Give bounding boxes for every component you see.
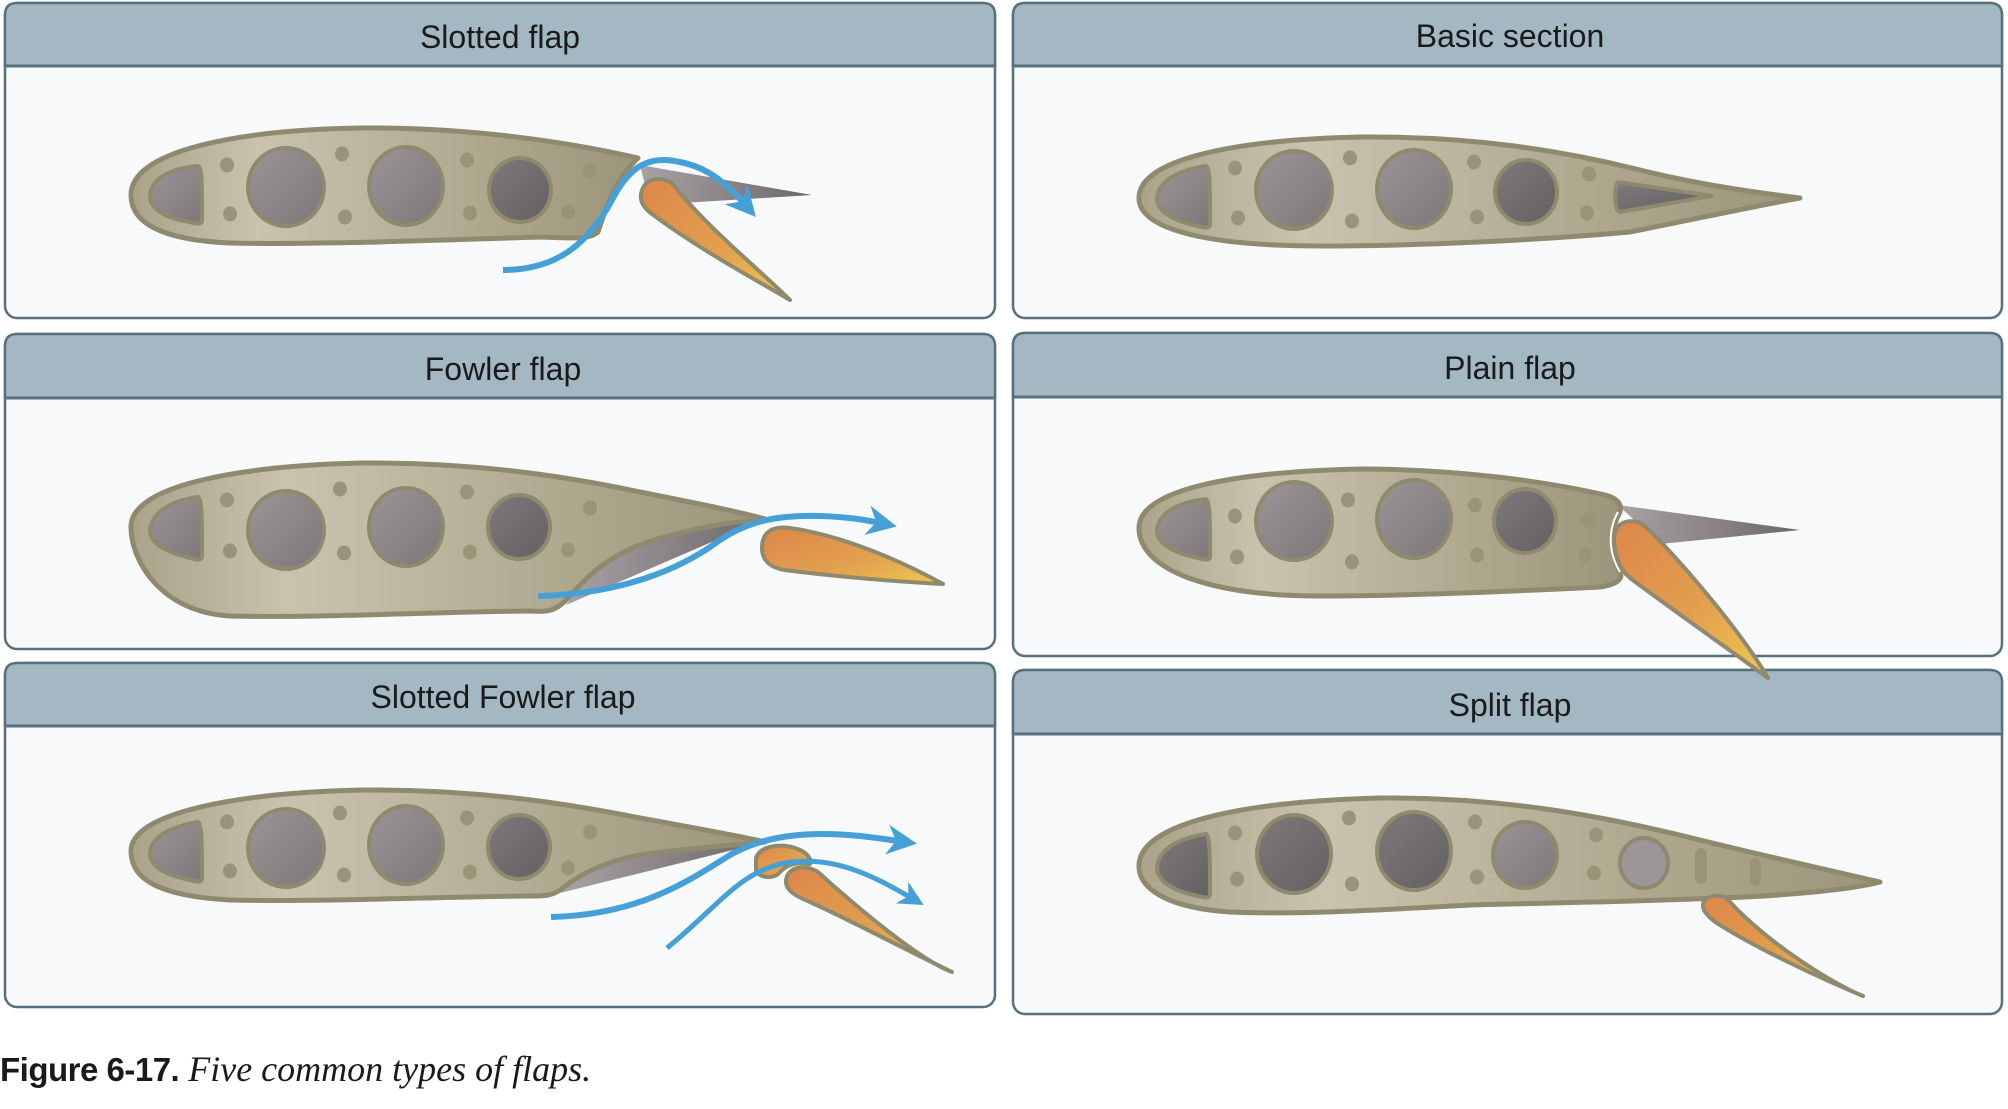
panel-title: Slotted flap xyxy=(420,19,580,55)
panel-title: Split flap xyxy=(1449,687,1572,723)
plain-flap-illustration xyxy=(1136,466,1800,680)
basic-section-illustration xyxy=(1136,134,1803,249)
figure-caption: Figure 6-17. Five common types of flaps. xyxy=(0,1048,591,1090)
airflow-arrow xyxy=(537,505,897,599)
lightening-holes xyxy=(1154,810,1761,900)
lightening-holes xyxy=(147,481,597,571)
airflow-arrow-upper xyxy=(550,824,917,920)
lightening-holes xyxy=(147,145,597,228)
slotted-flap-illustration xyxy=(128,125,812,302)
flap xyxy=(638,177,792,302)
airflow-arrow xyxy=(502,156,756,273)
hinge-gap xyxy=(1609,511,1621,573)
fowler-flap-illustration xyxy=(128,460,945,619)
flap xyxy=(783,865,954,974)
ghost-cove xyxy=(560,842,765,893)
slotted-fowler-flap-illustration xyxy=(128,787,954,974)
figure-number: Figure 6-17. xyxy=(0,1051,180,1088)
panel-title: Slotted Fowler flap xyxy=(370,679,635,715)
lightening-holes xyxy=(147,804,597,889)
panel-title: Plain flap xyxy=(1444,350,1576,386)
flap xyxy=(760,525,945,586)
panel-title: Basic section xyxy=(1416,18,1605,54)
panel-title: Fowler flap xyxy=(425,351,582,387)
flap xyxy=(1700,893,1865,998)
split-flap-illustration xyxy=(1136,795,1883,998)
flap xyxy=(1612,519,1770,680)
airflow-arrow-lower xyxy=(665,858,924,950)
ghost-trailing-edge xyxy=(1618,505,1800,544)
figure-caption-text: Five common types of flaps. xyxy=(179,1049,592,1089)
lightening-holes xyxy=(1154,478,1595,570)
lightening-holes xyxy=(1154,148,1714,231)
